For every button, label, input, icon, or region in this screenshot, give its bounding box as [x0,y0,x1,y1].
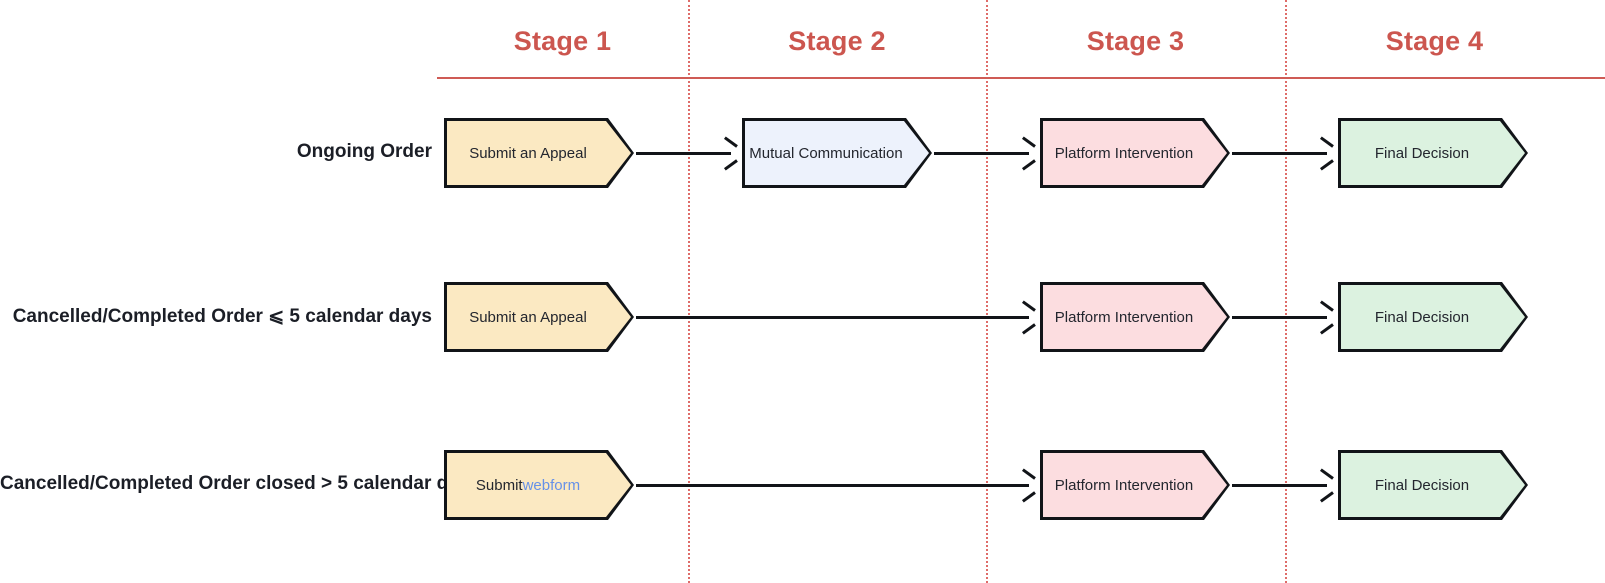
node-fill [1043,121,1227,185]
stage-header-rule [437,77,1605,79]
node-submit-an-appeal-row1[interactable]: Submit an Appeal [444,118,634,188]
arrow-row3-stage1-to-stage3 [636,484,1029,487]
row-label-cancelled-le-5-days: Cancelled/Completed Order ⩽ 5 calendar d… [12,306,432,327]
node-fill [447,285,631,349]
stage-header-1: Stage 1 [513,26,612,56]
arrow-row1-stage2-to-stage3 [934,152,1029,155]
node-platform-intervention-row2[interactable]: Platform Intervention [1040,282,1230,352]
arrow-row1-stage3-to-stage4 [1232,152,1327,155]
stage-header-4: Stage 4 [1385,26,1484,56]
node-label: Platform Intervention [1054,308,1194,326]
node-label: Platform Intervention [1054,144,1194,162]
node-final-decision-row2[interactable]: Final Decision [1338,282,1528,352]
node-label: Platform Intervention [1054,476,1194,494]
node-fill [1341,453,1525,517]
node-final-decision-row3[interactable]: Final Decision [1338,450,1528,520]
node-label: Final Decision [1374,476,1470,494]
node-fill [447,121,631,185]
arrow-head-row1-c [1318,144,1331,162]
node-label: Submit an Appeal [469,308,587,326]
arrow-row2-stage1-to-stage3 [636,316,1029,319]
stage-divider-1 [688,0,690,583]
node-label: Submit an Appeal [469,144,587,162]
node-fill [1043,453,1227,517]
node-label: Final Decision [1374,144,1470,162]
arrow-head-row3-a [1020,476,1033,494]
arrow-head-row3-b [1318,476,1331,494]
node-submit-an-appeal-row2[interactable]: Submit an Appeal [444,282,634,352]
node-label: Final Decision [1374,308,1470,326]
arrow-head-row1-b [1020,144,1033,162]
arrow-row1-stage1-to-stage2 [636,152,731,155]
node-platform-intervention-row1[interactable]: Platform Intervention [1040,118,1230,188]
arrow-row3-stage3-to-stage4 [1232,484,1327,487]
node-fill [1341,285,1525,349]
stage-divider-3 [1285,0,1287,583]
arrow-head-row2-b [1318,308,1331,326]
arrow-row2-stage3-to-stage4 [1232,316,1327,319]
row-label-cancelled-gt-5-days: Cancelled/Completed Order closed > 5 cal… [0,473,480,494]
node-fill [1043,285,1227,349]
node-fill [745,121,929,185]
node-fill [447,453,631,517]
node-final-decision-row1[interactable]: Final Decision [1338,118,1528,188]
row-label-ongoing-order: Ongoing Order [296,141,432,162]
node-mutual-communication-row1[interactable]: Mutual Communication [742,118,932,188]
webform-link[interactable]: webform [522,476,581,494]
stage-header-2: Stage 2 [788,26,886,56]
node-platform-intervention-row3[interactable]: Platform Intervention [1040,450,1230,520]
node-submit-webform-row3[interactable]: Submit webform [444,450,634,520]
node-label-prefix: Submit [475,476,523,494]
node-label: Submit webform [444,450,634,520]
arrow-head-row2-a [1020,308,1033,326]
node-label: Mutual Communication [749,144,903,162]
stage-divider-2 [986,0,988,583]
stage-header-3: Stage 3 [1086,26,1185,56]
arrow-head-row1-a [722,144,735,162]
node-fill [1341,121,1525,185]
